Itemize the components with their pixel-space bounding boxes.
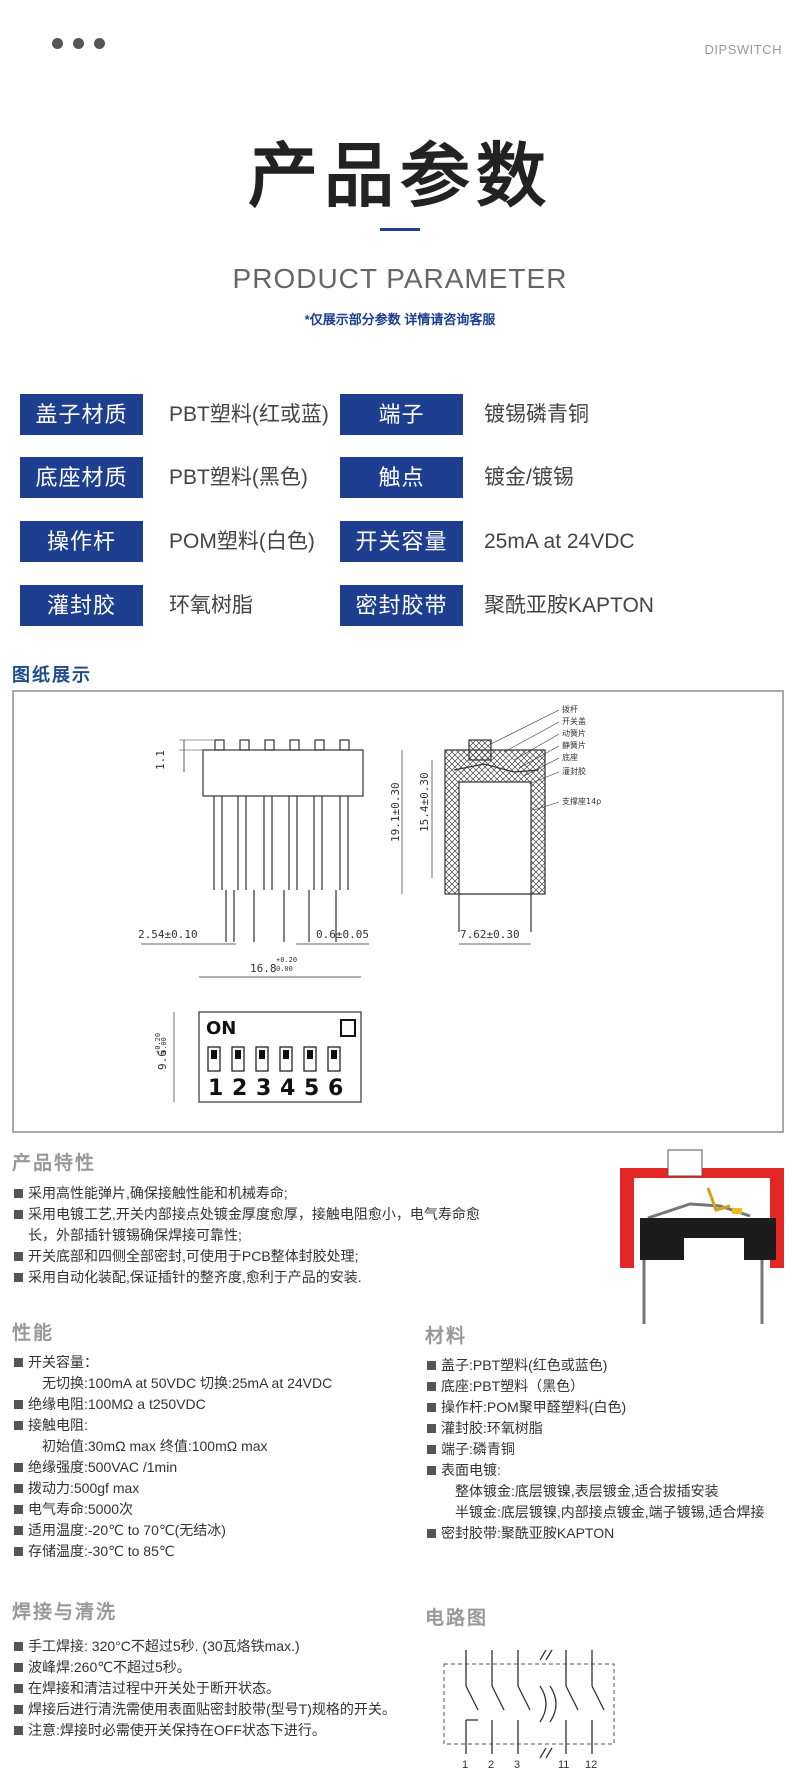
param-value: 环氧树脂 [169, 594, 253, 617]
param-value: POM塑料(白色) [169, 530, 315, 553]
switch-on-label: ON [206, 1018, 236, 1039]
part-label: 静簧片 [562, 740, 586, 750]
list-item: 端子:磷青铜 [425, 1439, 795, 1460]
circuit-label: 1 [462, 1759, 468, 1770]
list-item: 采用自动化装配,保证插针的整齐度,愈利于产品的安装. [12, 1267, 522, 1288]
dim-pitch: 2.54±0.10 [138, 928, 198, 941]
param-label: 密封胶带 [340, 585, 463, 626]
page-subtitle: PRODUCT PARAMETER [232, 263, 568, 294]
welding-title: 焊接与清洗 [12, 1602, 118, 1623]
dim-d-tol-dn: 0.00 [160, 1037, 168, 1054]
title-underline [380, 228, 420, 231]
dim-h1: 19.1±0.30 [389, 782, 402, 842]
dim-pin: 0.6±0.05 [316, 928, 369, 941]
list-item-detail: 半镀金:底层镀镍,内部接点镀金,端子镀锡,适合焊接 [455, 1504, 765, 1520]
page-title: 产品参数 [248, 137, 552, 215]
param-value: PBT塑料(红或蓝) [169, 403, 329, 426]
dim-d: 9.6 [156, 1050, 169, 1070]
list-item: 表面电镀: [425, 1460, 795, 1481]
list-item: 采用电镀工艺,开关内部接点处镀金厚度愈厚，接触电阻愈小，电气寿命愈 [12, 1204, 522, 1225]
page-note: *仅展示部分参数 详情请咨询客服 [304, 312, 496, 327]
param-value: 镀锡磷青铜 [484, 403, 589, 426]
list-item: 灌封胶:环氧树脂 [425, 1418, 795, 1439]
part-label: 开关盖 [562, 716, 586, 726]
part-label: 拨杆 [562, 704, 578, 714]
list-item: 适用温度:-20℃ to 70℃(无结冰) [12, 1520, 412, 1541]
dim-h2: 15.4±0.30 [418, 772, 431, 832]
brand-label: DIPSWITCH [704, 42, 782, 57]
list-item: 密封胶带:聚酰亚胺KAPTON [425, 1523, 795, 1544]
list-item-detail: 整体镀金:底层镀镍,表层镀金,适合拔插安装 [455, 1483, 719, 1499]
dim-w-tol-up: +0.20 [276, 956, 297, 964]
list-item: 绝缘强度:500VAC /1min [12, 1457, 412, 1478]
param-label: 触点 [340, 457, 463, 498]
list-item: 拨动力:500gf max [12, 1478, 412, 1499]
part-label: 支撑座14p [562, 796, 601, 806]
list-item-detail: 初始值:30mΩ max 终值:100mΩ max [42, 1438, 268, 1454]
dim-w: 16.8 [250, 962, 277, 975]
part-label: 动簧片 [562, 728, 586, 738]
performance-list: 开关容量： 无切换:100mA at 50VDC 切换:25mA at 24VD… [12, 1352, 412, 1562]
list-item: 焊接后进行清洗需使用表面贴密封胶带(型号T)规格的开关。 [12, 1699, 432, 1720]
circuit-title: 电路图 [425, 1608, 489, 1629]
circuit-diagram: 1 2 3 11 12 [443, 1649, 615, 1770]
part-label: 灌封胶 [562, 766, 586, 776]
list-item-cont: 长，外部插针镀锡确保焊接可靠性; [28, 1227, 242, 1243]
switch-number: 3 [256, 1076, 271, 1101]
list-item: 在焊接和清洁过程中开关处于断开状态。 [12, 1678, 432, 1699]
list-item: 手工焊接: 320°C不超过5秒. (30瓦烙铁max.) [12, 1636, 432, 1657]
materials-title: 材料 [425, 1326, 468, 1347]
param-value: 25mA at 24VDC [484, 530, 635, 553]
part-label: 底座 [562, 752, 578, 762]
param-label: 开关容量 [340, 521, 463, 562]
list-item: 接触电阻: [12, 1415, 412, 1436]
technical-drawing: 1.1 2.54±0.10 0.6±0.05 7.62±0.30 19.1±0.… [138, 704, 601, 1103]
list-item: 盖子:PBT塑料(红色或蓝色) [425, 1355, 795, 1376]
list-item: 注意:焊接时必需使开关保持在OFF状态下进行。 [12, 1720, 432, 1741]
list-item: 波峰焊:260℃不超过5秒。 [12, 1657, 432, 1678]
list-item-detail: 无切换:100mA at 50VDC 切换:25mA at 24VDC [42, 1375, 333, 1391]
switch-number: 4 [280, 1076, 295, 1101]
list-item: 开关容量： [12, 1352, 412, 1373]
dim-row: 7.62±0.30 [460, 928, 520, 941]
list-item: 底座:PBT塑料（黑色） [425, 1376, 795, 1397]
drawing-frame: 1.1 2.54±0.10 0.6±0.05 7.62±0.30 19.1±0.… [12, 690, 784, 1133]
switch-number: 2 [232, 1076, 247, 1101]
list-item: 存储温度:-30℃ to 85℃ [12, 1541, 412, 1562]
circuit-label: 2 [488, 1759, 494, 1770]
param-value: 镀金/镀锡 [484, 466, 574, 489]
list-item: 开关底部和四侧全部密封,可使用于PCB整体封胶处理; [12, 1246, 522, 1267]
performance-title: 性能 [12, 1323, 55, 1344]
list-item: 采用高性能弹片,确保接触性能和机械寿命; [12, 1183, 522, 1204]
dim-top: 1.1 [154, 750, 167, 770]
switch-cross-section-illustration [620, 1149, 784, 1324]
materials-list: 盖子:PBT塑料(红色或蓝色) 底座:PBT塑料（黑色） 操作杆:POM聚甲醛塑… [425, 1355, 795, 1544]
switch-number: 5 [304, 1076, 319, 1101]
circuit-label: 11 [558, 1759, 569, 1770]
more-dots-icon[interactable] [52, 38, 105, 49]
dim-d-tol-up: +0.20 [154, 1033, 162, 1054]
drawing-title: 图纸展示 [12, 665, 92, 685]
circuit-label: 12 [585, 1759, 597, 1770]
param-label: 端子 [340, 394, 463, 435]
param-value: 聚酰亚胺KAPTON [484, 594, 654, 617]
param-label: 底座材质 [20, 457, 143, 498]
features-title: 产品特性 [12, 1153, 97, 1174]
list-item: 电气寿命:5000次 [12, 1499, 412, 1520]
param-label: 操作杆 [20, 521, 143, 562]
features-list: 采用高性能弹片,确保接触性能和机械寿命; 采用电镀工艺,开关内部接点处镀金厚度愈… [12, 1183, 522, 1288]
list-item: 绝缘电阻:100MΩ a t250VDC [12, 1394, 412, 1415]
switch-number: 6 [328, 1076, 343, 1101]
welding-list: 手工焊接: 320°C不超过5秒. (30瓦烙铁max.) 波峰焊:260℃不超… [12, 1636, 432, 1741]
param-label: 盖子材质 [20, 394, 143, 435]
circuit-label: 3 [514, 1759, 520, 1770]
param-label: 灌封胶 [20, 585, 143, 626]
param-value: PBT塑料(黑色) [169, 466, 308, 489]
list-item: 操作杆:POM聚甲醛塑料(白色) [425, 1397, 795, 1418]
dim-w-tol-dn: 0.00 [276, 965, 293, 973]
switch-number: 1 [208, 1076, 223, 1101]
